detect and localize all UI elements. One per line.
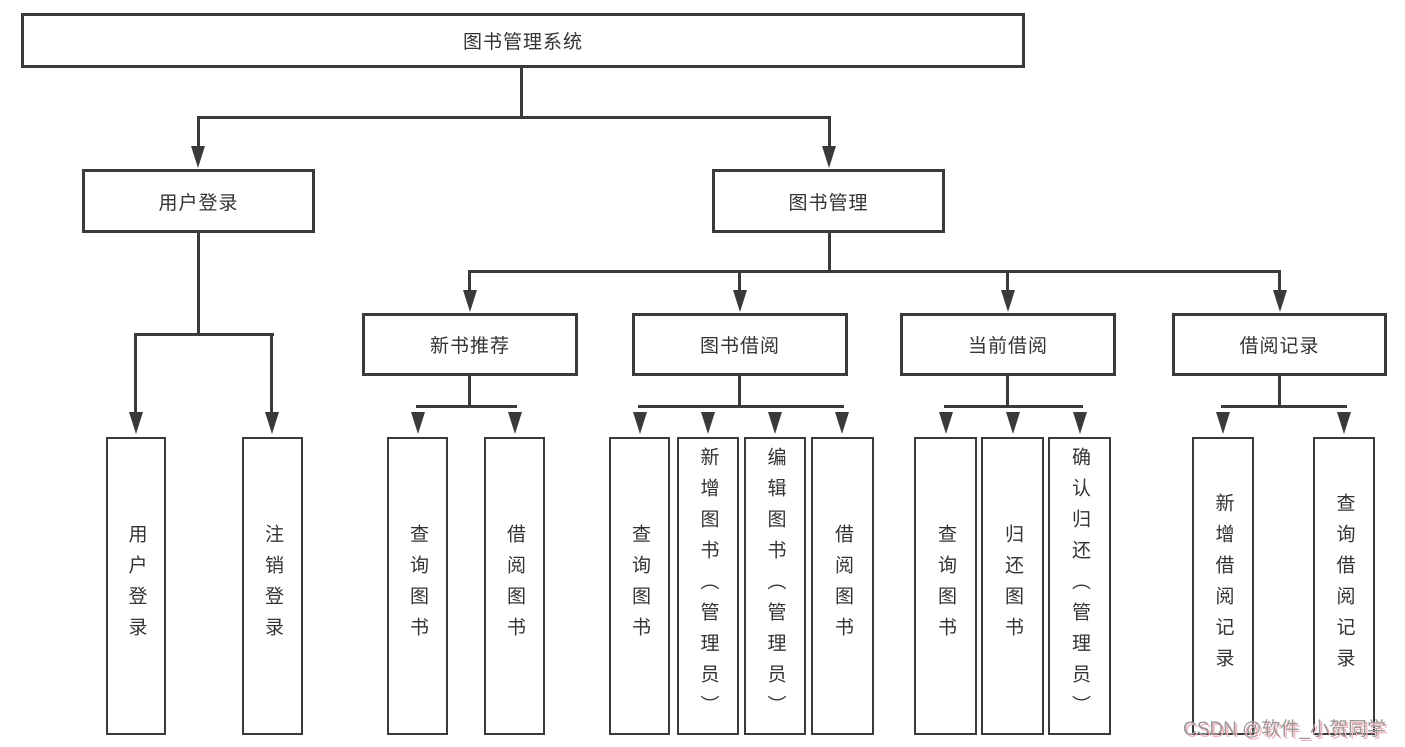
leaf-user-login: 用户登录 (106, 437, 166, 735)
arrowhead (191, 146, 205, 168)
node-new-book-recommend: 新书推荐 (362, 313, 578, 376)
connector-group-drop (738, 270, 741, 295)
connector-group-drop (468, 270, 471, 295)
arrowhead (822, 146, 836, 168)
leaf-borrow-book-1-label: 借阅图书 (504, 524, 525, 648)
leaf-query-book-2-label: 查询图书 (629, 524, 650, 648)
arrowhead (1273, 290, 1287, 312)
arrowhead (835, 412, 849, 434)
leaf-confirm-return-admin: 确认归还（管理员） (1048, 437, 1111, 735)
arrowhead (701, 412, 715, 434)
connector-leaf-rail (944, 405, 1083, 408)
arrowhead (508, 412, 522, 434)
leaf-add-borrow-record-label: 新增借阅记录 (1212, 493, 1234, 679)
connector-group-drop (1278, 270, 1281, 295)
leaf-query-book-1-label: 查询图书 (407, 524, 428, 648)
node-root-system: 图书管理系统 (21, 13, 1025, 68)
arrowhead (463, 290, 477, 312)
arrowhead (1073, 412, 1087, 434)
leaf-confirm-return-admin-label: 确认归还（管理员） (1069, 446, 1090, 726)
arrowhead (768, 412, 782, 434)
leaf-query-book-2: 查询图书 (609, 437, 670, 735)
leaf-return-book: 归还图书 (981, 437, 1044, 735)
connector-level3-rail (468, 270, 1281, 273)
connector-group-stem (468, 376, 471, 407)
leaf-logout-label: 注销登录 (262, 524, 283, 648)
node-book-management-label: 图书管理 (788, 192, 869, 214)
connector-group-drop (1006, 270, 1009, 295)
connector-user-login-drop (197, 116, 200, 149)
connector-group-stem (738, 376, 741, 407)
leaf-borrow-book-1: 借阅图书 (484, 437, 545, 735)
leaf-query-book-3-label: 查询图书 (935, 524, 956, 648)
connector-group-stem (1006, 376, 1009, 407)
node-book-borrow-label: 图书借阅 (699, 336, 780, 357)
leaf-user-login-label: 用户登录 (125, 524, 147, 648)
connector-group-stem (1278, 376, 1281, 407)
leaf-borrow-book-2-label: 借阅图书 (832, 524, 853, 648)
connector-book-mgmt-drop (828, 116, 831, 149)
node-book-management: 图书管理 (712, 169, 945, 233)
connector-leaf-rail (1221, 405, 1347, 408)
connector-root-stem (520, 68, 523, 118)
connector-user-login-stem (197, 233, 200, 336)
leaf-logout: 注销登录 (242, 437, 303, 735)
leaf-return-book-label: 归还图书 (1002, 524, 1023, 648)
node-current-borrow: 当前借阅 (900, 313, 1116, 376)
leaf-query-borrow-record-label: 查询借阅记录 (1333, 493, 1355, 679)
arrowhead (1337, 412, 1351, 434)
csdn-watermark: CSDN @软件_小贺同学 (1183, 719, 1386, 740)
leaf-add-book-admin: 新增图书（管理员） (677, 437, 739, 735)
connector-level2-rail (197, 116, 831, 119)
leaf-query-book-3: 查询图书 (914, 437, 977, 735)
leaf-add-borrow-record: 新增借阅记录 (1192, 437, 1254, 735)
connector-leaf-rail (638, 405, 844, 408)
arrowhead (1216, 412, 1230, 434)
arrowhead (1001, 290, 1015, 312)
leaf-query-borrow-record: 查询借阅记录 (1313, 437, 1375, 735)
node-borrow-record-label: 借阅记录 (1239, 336, 1320, 357)
node-root-label: 图书管理系统 (462, 32, 583, 53)
arrowhead (129, 412, 143, 434)
arrowhead (733, 290, 747, 312)
node-new-book-recommend-label: 新书推荐 (429, 336, 510, 357)
node-borrow-record: 借阅记录 (1172, 313, 1387, 376)
leaf-add-book-admin-label: 新增图书（管理员） (697, 446, 719, 726)
leaf-query-book-1: 查询图书 (387, 437, 448, 735)
arrowhead (939, 412, 953, 434)
connector-user-login-rail (134, 333, 274, 336)
arrowhead (633, 412, 647, 434)
connector-leaf-drop (134, 333, 137, 415)
connector-book-mgmt-stem (828, 233, 831, 272)
connector-leaf-drop (270, 333, 273, 415)
arrowhead (411, 412, 425, 434)
node-user-login-label: 用户登录 (158, 192, 239, 214)
node-user-login: 用户登录 (82, 169, 315, 233)
arrowhead (265, 412, 279, 434)
leaf-borrow-book-2: 借阅图书 (811, 437, 874, 735)
node-current-borrow-label: 当前借阅 (967, 336, 1048, 357)
leaf-edit-book-admin-label: 编辑图书（管理员） (764, 446, 786, 726)
leaf-edit-book-admin: 编辑图书（管理员） (744, 437, 806, 735)
node-book-borrow: 图书借阅 (632, 313, 848, 376)
connector-leaf-rail (416, 405, 517, 408)
arrowhead (1006, 412, 1020, 434)
